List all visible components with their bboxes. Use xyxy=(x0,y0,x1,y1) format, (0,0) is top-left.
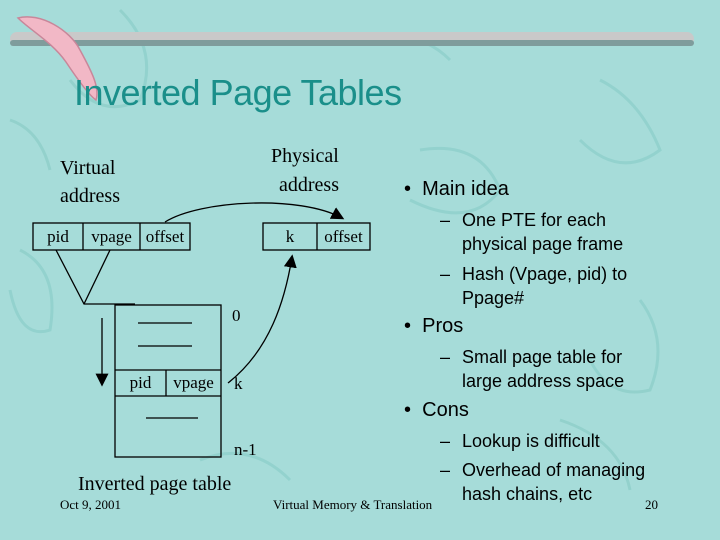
virtual-address-box xyxy=(32,222,191,251)
va-offset-cell: offset xyxy=(145,227,185,246)
row-label-0: 0 xyxy=(232,306,241,325)
va-vpage-cell: vpage xyxy=(91,227,132,246)
physical-address-label-2: address xyxy=(279,174,339,196)
bullet-cons: • Cons xyxy=(404,399,469,421)
virtual-address-label-1: Virtual xyxy=(60,157,116,179)
slide-title: Inverted Page Tables xyxy=(74,72,402,113)
table-pid-cell: pid xyxy=(129,373,152,392)
virtual-address-label-2: address xyxy=(60,185,120,207)
row-label-n-1: n-1 xyxy=(234,440,257,459)
va-pid-cell: pid xyxy=(47,227,69,246)
footer-center: Virtual Memory & Translation xyxy=(273,497,433,512)
logo-shape xyxy=(16,16,98,102)
table-vpage-cell: vpage xyxy=(173,373,214,392)
physical-address-label-1: Physical xyxy=(271,145,339,167)
footer-page-number: 20 xyxy=(645,497,658,512)
bullet-main-idea: • Main idea xyxy=(404,178,509,200)
sub-bullet-4: – Lookup is difficult xyxy=(440,431,600,451)
inverted-page-table-box xyxy=(114,304,222,458)
table-caption: Inverted page table xyxy=(78,473,232,495)
row-label-k: k xyxy=(234,374,243,393)
footer-date: Oct 9, 2001 xyxy=(60,497,122,512)
pa-offset-cell: offset xyxy=(324,227,363,246)
bullet-pros: • Pros xyxy=(404,315,464,337)
pa-k-cell: k xyxy=(285,227,295,246)
